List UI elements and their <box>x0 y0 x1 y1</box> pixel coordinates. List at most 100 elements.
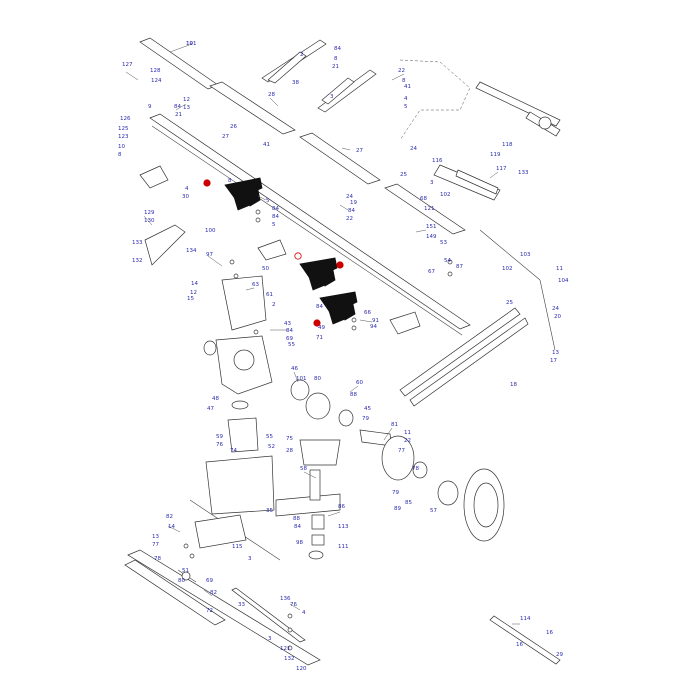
leader-line <box>203 589 213 597</box>
part-label: 4 <box>404 96 408 102</box>
part-label: 121 <box>424 206 435 212</box>
part-label: 48 <box>212 396 219 402</box>
part-label: 69 <box>286 336 293 342</box>
part-label: 125 <box>118 126 129 132</box>
part-label: 101 <box>296 376 307 382</box>
part-label: 85 <box>405 500 412 506</box>
part-label: 84 <box>334 46 341 52</box>
part-label: 20 <box>554 314 561 320</box>
part-label: 98 <box>296 540 303 546</box>
part-label: 82 <box>210 590 217 596</box>
callout-marker-dot <box>294 252 302 260</box>
part-label: 52 <box>268 444 275 450</box>
part-label: 3 <box>248 556 252 562</box>
part-label: 84 <box>272 214 279 220</box>
callout-marker <box>313 319 321 327</box>
part-label: 89 <box>394 506 401 512</box>
leader-line <box>169 43 193 53</box>
leader-line <box>293 371 299 383</box>
part-label: 13 <box>152 534 159 540</box>
part-label: 80 <box>314 376 321 382</box>
part-label: 35 <box>266 508 273 514</box>
part-label: 71 <box>316 335 323 341</box>
leader-line <box>415 229 427 233</box>
part-label: 60 <box>356 380 363 386</box>
leader-line <box>383 427 393 441</box>
leader-line <box>359 319 373 323</box>
part-label: 101 <box>186 41 197 47</box>
part-label: 5 <box>272 222 276 228</box>
callout-marker <box>294 252 302 260</box>
leader-line <box>257 195 267 201</box>
part-label: 117 <box>496 166 507 172</box>
part-label: 25 <box>400 172 407 178</box>
part-label: 13 <box>552 350 559 356</box>
part-label: 79 <box>392 490 399 496</box>
part-label: 133 <box>132 240 143 246</box>
callout-marker-dot <box>313 319 321 327</box>
part-label: 115 <box>232 544 243 550</box>
part-label: 113 <box>338 524 349 530</box>
part-label: 30 <box>182 194 189 200</box>
part-label: 102 <box>440 192 451 198</box>
part-label: 74 <box>230 448 237 454</box>
part-label: 14 <box>168 524 175 530</box>
part-label: 22 <box>398 68 405 74</box>
part-label: 24 <box>410 146 417 152</box>
part-label: 130 <box>144 218 155 224</box>
part-label: 15 <box>187 296 194 302</box>
part-label: 67 <box>428 269 435 275</box>
part-label: 19 <box>350 200 357 206</box>
leader-line <box>327 511 341 517</box>
part-label: 118 <box>502 142 513 148</box>
part-label: 14 <box>191 281 198 287</box>
part-label: 97 <box>206 252 213 258</box>
cutter-bar-middle <box>299 132 466 235</box>
part-label: 86 <box>338 504 345 510</box>
part-label: 2 <box>272 302 276 308</box>
part-label: 4 <box>302 610 306 616</box>
part-label: 149 <box>426 234 437 240</box>
part-label: 41 <box>263 142 270 148</box>
part-label: 43 <box>284 321 291 327</box>
part-label: 132 <box>284 656 295 662</box>
part-label: 11 <box>556 266 563 272</box>
callout-marker <box>336 261 344 269</box>
pulley-wheel <box>359 429 505 542</box>
part-label: 114 <box>520 616 531 622</box>
leader-line <box>391 73 405 81</box>
part-label: 84 <box>316 304 323 310</box>
part-label: 116 <box>432 158 443 164</box>
part-label: 33 <box>238 602 245 608</box>
part-label: 3 <box>268 636 272 642</box>
part-label: 18 <box>510 382 517 388</box>
part-label: 63 <box>252 282 259 288</box>
part-label: 46 <box>291 366 298 372</box>
gearbox-assembly <box>203 275 354 560</box>
part-label: 4 <box>185 186 189 192</box>
part-label: 25 <box>506 300 513 306</box>
part-label: 10 <box>118 144 125 150</box>
part-label: 24 <box>346 194 353 200</box>
part-label: 47 <box>207 406 214 412</box>
part-label: 8 <box>118 152 122 158</box>
part-label: 103 <box>520 252 531 258</box>
part-label: 21 <box>332 64 339 70</box>
part-label: 77 <box>152 542 159 548</box>
part-label: 80 <box>178 578 185 584</box>
part-label: 88 <box>293 516 300 522</box>
part-label: 69 <box>206 578 213 584</box>
part-label: 132 <box>132 258 143 264</box>
drive-rod <box>189 307 529 561</box>
part-label: 124 <box>151 78 162 84</box>
leader-line <box>143 215 153 226</box>
part-label: 68 <box>420 196 427 202</box>
part-label: 123 <box>118 134 129 140</box>
part-label: 55 <box>266 434 273 440</box>
part-label: 5 <box>266 198 270 204</box>
part-label: 128 <box>150 68 161 74</box>
part-label: 12 <box>190 290 197 296</box>
